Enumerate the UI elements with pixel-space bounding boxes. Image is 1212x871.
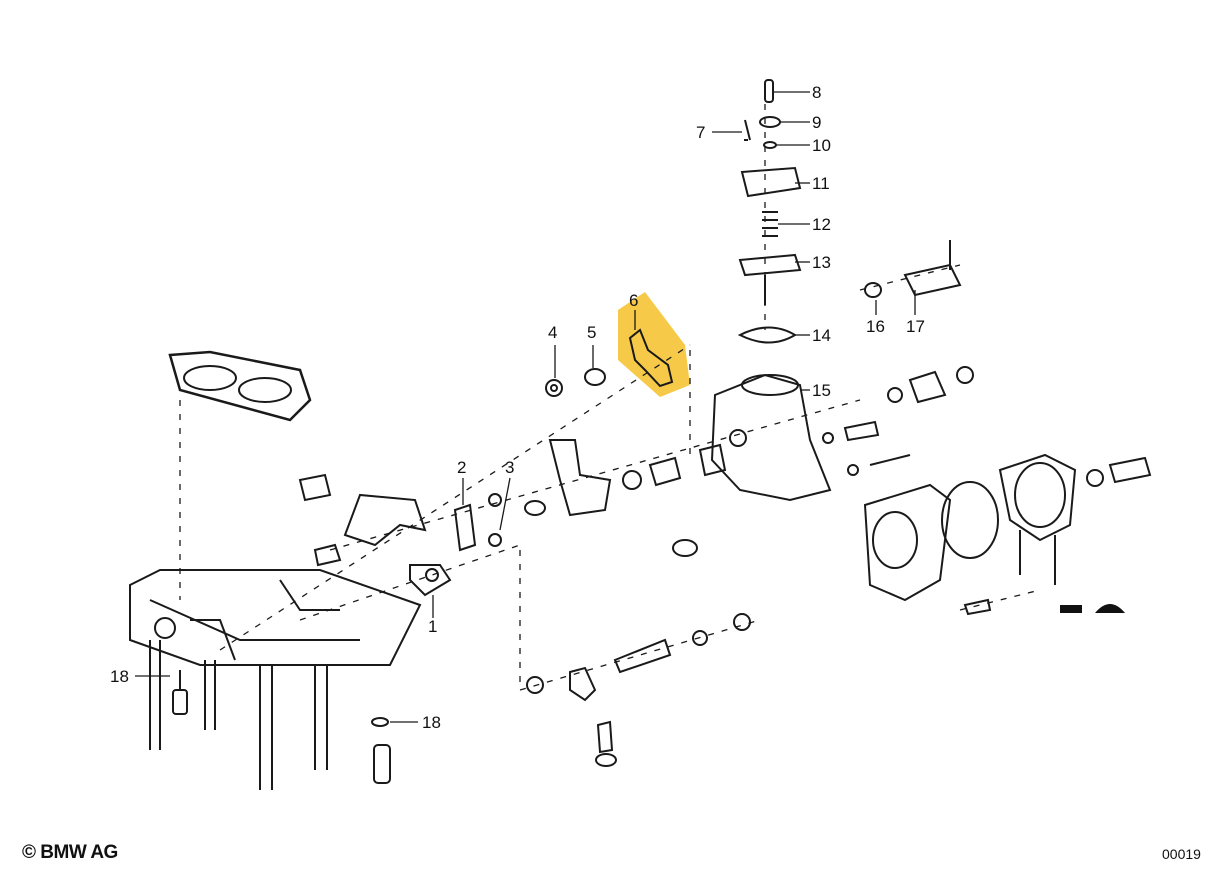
callout-13: 13 [812, 253, 831, 272]
partial-edge-mark [1060, 604, 1125, 613]
callout-4: 4 [548, 323, 557, 342]
washer-parts [488, 366, 1104, 694]
callout-9: 9 [812, 113, 821, 132]
callout-15: 15 [812, 381, 831, 400]
callout-1: 1 [428, 617, 437, 636]
image-code-label: 00019 [1162, 846, 1201, 862]
cylinder-part [648, 456, 682, 487]
callout-17: 17 [906, 317, 925, 336]
callout-18-right: 18 [422, 713, 441, 732]
gasket-part [168, 350, 312, 422]
carburettor-body-part [129, 569, 422, 790]
assembly-axis-lines [179, 90, 1041, 691]
callout-3: 3 [505, 458, 514, 477]
part-6-highlight [618, 292, 690, 397]
callout-2: 2 [457, 458, 466, 477]
callout-12: 12 [812, 215, 831, 234]
part-6-lever [628, 328, 674, 388]
callout-5: 5 [587, 323, 596, 342]
callout-7: 7 [696, 123, 705, 142]
screw-part-18 [172, 670, 391, 784]
copyright-label: © BMW AG [22, 842, 118, 863]
housing-part-15 [698, 373, 832, 502]
callout-6: 6 [629, 291, 638, 310]
callout-18-left: 18 [110, 667, 129, 686]
callout-14: 14 [812, 326, 831, 345]
callout-16: 16 [866, 317, 885, 336]
leader-lines [135, 91, 916, 723]
callout-10: 10 [812, 136, 831, 155]
callout-11: 11 [812, 174, 830, 193]
lever-parts [298, 439, 612, 597]
vertical-stack-parts [737, 79, 802, 344]
bottom-linkage-parts [569, 638, 672, 767]
cover-parts [843, 240, 1152, 616]
callout-8: 8 [812, 83, 821, 102]
callout-labels: 8 9 10 7 11 12 13 14 15 16 17 4 5 6 2 3 … [110, 83, 925, 732]
